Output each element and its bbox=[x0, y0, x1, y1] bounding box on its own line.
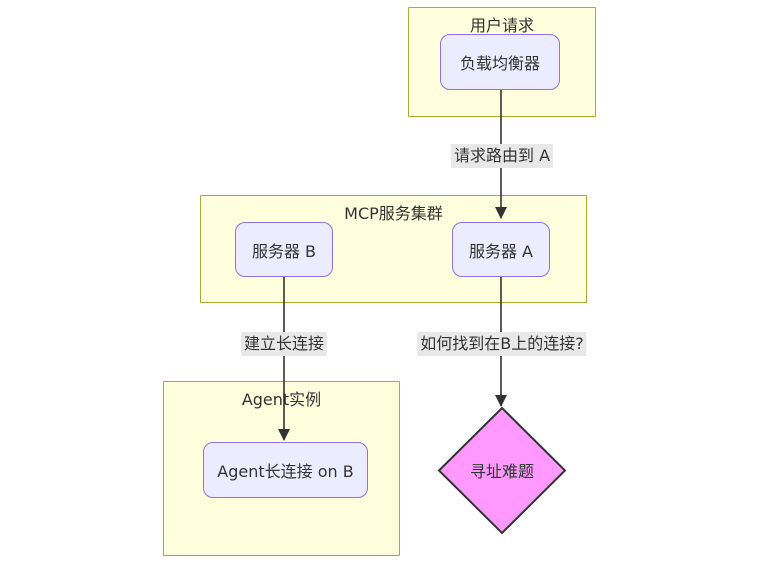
node-load-balancer-label: 负载均衡器 bbox=[459, 54, 540, 73]
cluster-user-request-title: 用户请求 bbox=[469, 16, 534, 35]
cluster-user-request: 用户请求 bbox=[408, 7, 596, 117]
node-server-b-label: 服务器 B bbox=[251, 241, 317, 261]
node-server-a: 服务器 A bbox=[452, 222, 550, 277]
cluster-agent-instance-title: Agent实例 bbox=[241, 390, 322, 409]
node-agent-long-connection-label: Agent长连接 on B bbox=[217, 462, 354, 481]
node-agent-long-connection: Agent长连接 on B bbox=[203, 442, 368, 498]
node-server-b: 服务器 B bbox=[235, 222, 333, 277]
edge-label-route-to-a: 请求路由到 A bbox=[450, 144, 554, 168]
edge-label-find-connection: 如何找到在B上的连接? bbox=[417, 332, 587, 356]
cluster-mcp-service-group-title: MCP服务集群 bbox=[344, 204, 443, 223]
node-server-a-label: 服务器 A bbox=[468, 241, 534, 261]
edge-label-establish-connection: 建立长连接 bbox=[240, 332, 328, 356]
node-load-balancer: 负载均衡器 bbox=[440, 34, 560, 90]
node-addressing-problem-label: 寻址难题 bbox=[469, 462, 535, 481]
